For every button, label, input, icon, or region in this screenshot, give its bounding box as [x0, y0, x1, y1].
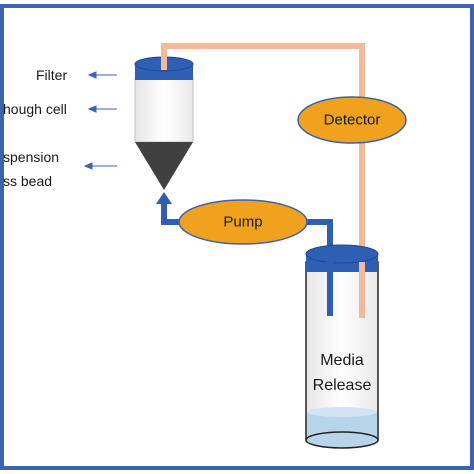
suspension-arrowhead — [83, 162, 93, 170]
diagram-frame — [0, 4, 474, 470]
sample-tube-inlet — [161, 46, 167, 70]
filter-label: Filter — [36, 67, 68, 83]
suspension-label: spension — [3, 149, 60, 165]
vessel-bottom — [305, 431, 379, 449]
detector-node — [297, 96, 407, 144]
flow-cell-label: hough cell — [3, 101, 67, 117]
vessel-cap-top — [305, 244, 379, 264]
media-label: Media — [320, 352, 364, 369]
flow-through-cell — [134, 77, 194, 143]
glass-bead-cone — [135, 142, 193, 190]
filter-arrowhead — [87, 71, 97, 79]
pump-label: Pump — [223, 213, 263, 231]
release-label: Release — [312, 377, 372, 394]
label-arrows — [83, 71, 117, 170]
pump-node — [178, 199, 308, 245]
liquid-surface — [307, 407, 377, 417]
return-tube-arrowhead — [156, 192, 172, 204]
sample-tube-inner — [359, 262, 365, 318]
bead-label: ss bead — [3, 173, 53, 189]
return-tube-inner — [327, 262, 333, 316]
detector-label: Detector — [323, 111, 381, 129]
flow-cell-arrowhead — [87, 105, 97, 113]
